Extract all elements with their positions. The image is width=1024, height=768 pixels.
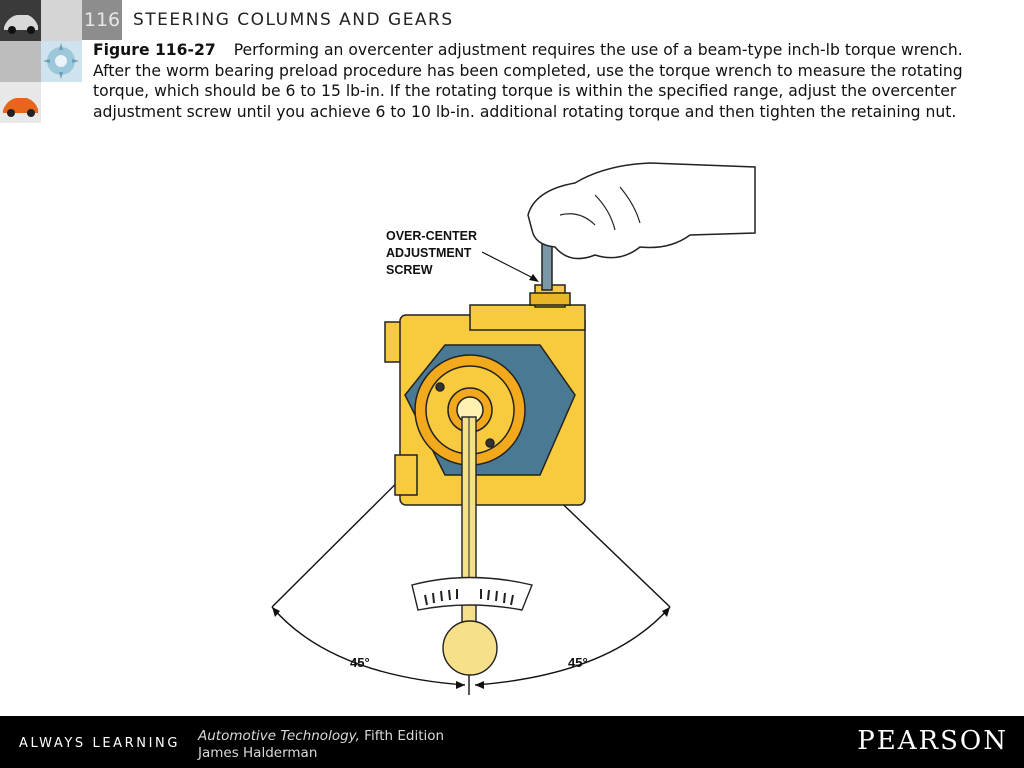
pearson-logo: PEARSON [857, 726, 1008, 756]
thumbnail-gray-2 [0, 41, 41, 82]
callout-line-3: SCREW [386, 263, 433, 277]
chapter-title: STEERING COLUMNS AND GEARS [133, 10, 454, 30]
book-title: Automotive Technology, [198, 728, 360, 744]
gear-thumbnail [41, 41, 82, 82]
callout-leader [481, 251, 536, 280]
book-info: Automotive Technology, Fifth Edition Jam… [198, 728, 444, 762]
hand-drawing [527, 162, 756, 260]
steering-gear-illustration: 45° 45° [250, 155, 770, 700]
callout-line-2: ADJUSTMENT [386, 246, 472, 260]
thumbnail-blank [41, 82, 82, 123]
callout-line-1: OVER-CENTER [386, 229, 477, 243]
footer-bar: ALWAYS LEARNING Automotive Technology, F… [0, 716, 1024, 768]
dial-scale-ticks [424, 589, 514, 606]
car-thumbnail-silver [0, 0, 41, 41]
torque-wrench [411, 416, 533, 676]
thumbnail-gray [41, 0, 82, 41]
chapter-number: 116 [82, 0, 122, 40]
figure-label: Figure 116-27 [93, 41, 216, 59]
book-author: James Halderman [198, 745, 318, 761]
gear-housing [384, 284, 586, 506]
chapter-thumbnails [0, 0, 82, 123]
angle-label-right: 45° [568, 655, 588, 670]
car-thumbnail-orange [0, 82, 41, 123]
caption-text: Performing an overcenter adjustment requ… [93, 41, 963, 121]
angle-label-left: 45° [350, 655, 370, 670]
footer-tagline: ALWAYS LEARNING [19, 736, 181, 751]
book-edition: Fifth Edition [359, 728, 445, 744]
